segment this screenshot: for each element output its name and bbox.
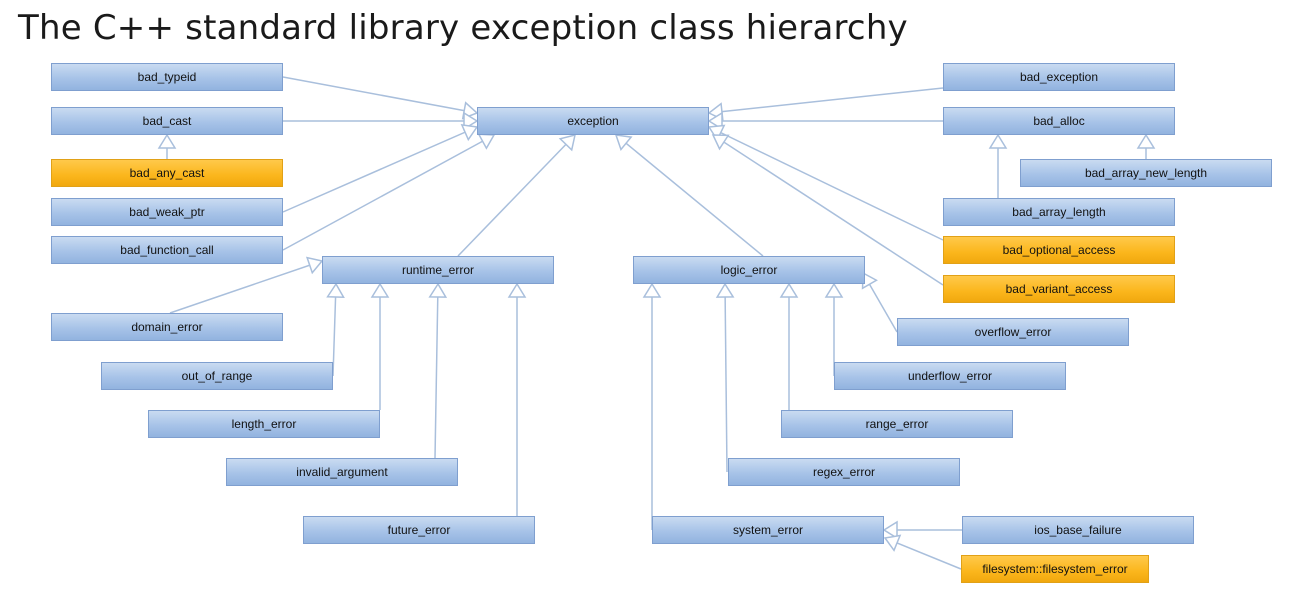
edge-bad-any-cast-to-bad-cast [157, 133, 177, 159]
node-bad-optional-access: bad_optional_access [943, 236, 1175, 264]
edge-bad-alloc-to-exception [707, 111, 943, 131]
inheritance-arrowhead [883, 534, 902, 552]
edge-runtime-error-to-exception [457, 133, 576, 257]
edge-bad-array-new-length-to-bad-alloc [1136, 133, 1156, 159]
node-bad-typeid: bad_typeid [51, 63, 283, 91]
edge-bad-function-call-to-exception [282, 133, 496, 251]
inheritance-arrowhead [715, 282, 735, 298]
node-out-of-range: out_of_range [101, 362, 333, 390]
diagram-title: The C++ standard library exception class… [18, 8, 908, 48]
inheritance-arrowhead [305, 256, 324, 275]
node-bad-array-length: bad_array_length [943, 198, 1175, 226]
edge-bad-cast-to-exception [283, 111, 479, 131]
inheritance-arrowhead [707, 124, 726, 142]
node-bad-variant-access: bad_variant_access [943, 275, 1175, 303]
node-bad-alloc: bad_alloc [943, 107, 1175, 135]
edge-logic-error-to-exception [614, 134, 764, 257]
edge-bad-exception-to-exception [707, 87, 944, 121]
edge-line [282, 134, 495, 251]
node-bad-array-new-length: bad_array_new_length [1020, 159, 1272, 187]
node-bad-any-cast: bad_any_cast [51, 159, 283, 187]
inheritance-arrowhead [707, 111, 723, 131]
edge-line [712, 134, 944, 286]
node-system-error: system_error [652, 516, 884, 544]
inheritance-arrowhead [370, 282, 390, 298]
node-bad-function-call: bad_function_call [51, 236, 283, 264]
node-invalid-argument: invalid_argument [226, 458, 458, 486]
node-future-error: future_error [303, 516, 535, 544]
edge-line [282, 76, 478, 114]
edge-line [708, 87, 944, 114]
edge-bad-weak-ptr-to-exception [282, 123, 479, 213]
edge-underflow-error-to-logic-error [824, 282, 844, 376]
node-overflow-error: overflow_error [897, 318, 1129, 346]
inheritance-arrowhead [558, 133, 576, 152]
inheritance-arrowhead [711, 134, 730, 151]
node-range-error: range_error [781, 410, 1013, 438]
node-exception: exception [477, 107, 709, 135]
edge-line [169, 260, 323, 314]
edge-line [434, 283, 439, 459]
inheritance-arrowhead [642, 282, 662, 298]
inheritance-arrowhead [460, 123, 479, 142]
edge-regex-error-to-logic-error [715, 282, 735, 473]
node-filesystem-error: filesystem::filesystem_error [961, 555, 1149, 583]
inheritance-arrowhead [428, 282, 448, 298]
inheritance-arrowhead [507, 282, 527, 298]
inheritance-arrowhead [779, 282, 799, 298]
edge-invalid-argument-to-runtime-error [428, 282, 448, 459]
edge-system-error-to-logic-error [642, 282, 662, 530]
edge-line [282, 126, 478, 213]
edge-filesystem-error-to-system-error [883, 534, 962, 570]
node-bad-cast: bad_cast [51, 107, 283, 135]
node-length-error: length_error [148, 410, 380, 438]
node-runtime-error: runtime_error [322, 256, 554, 284]
edge-line [724, 283, 728, 473]
node-bad-weak-ptr: bad_weak_ptr [51, 198, 283, 226]
edge-line [332, 283, 337, 377]
edge-bad-optional-access-to-exception [707, 124, 944, 241]
edge-length-error-to-runtime-error [370, 282, 390, 410]
node-regex-error: regex_error [728, 458, 960, 486]
inheritance-arrowhead [326, 282, 345, 299]
edge-future-error-to-runtime-error [507, 282, 527, 516]
edge-overflow-error-to-logic-error [861, 271, 898, 333]
edge-line [708, 126, 944, 241]
edge-ios-base-failure-to-system-error [882, 520, 962, 540]
edge-line [615, 134, 764, 257]
node-bad-exception: bad_exception [943, 63, 1175, 91]
edge-bad-variant-access-to-exception [711, 134, 944, 286]
inheritance-arrowhead [157, 133, 177, 149]
inheritance-arrowhead [988, 133, 1008, 149]
edge-bad-array-length-to-bad-alloc [988, 133, 1008, 198]
edge-bad-typeid-to-exception [282, 76, 479, 120]
node-ios-base-failure: ios_base_failure [962, 516, 1194, 544]
node-logic-error: logic_error [633, 256, 865, 284]
inheritance-arrowhead [882, 520, 898, 540]
inheritance-arrowhead [614, 134, 633, 151]
edge-domain-error-to-runtime-error [169, 256, 324, 314]
edge-out-of-range-to-runtime-error [326, 282, 345, 377]
node-domain-error: domain_error [51, 313, 283, 341]
edge-line [457, 134, 576, 257]
edge-range-error-to-logic-error [779, 282, 799, 410]
inheritance-arrowhead [1136, 133, 1156, 149]
inheritance-arrowhead [824, 282, 844, 298]
node-underflow-error: underflow_error [834, 362, 1066, 390]
